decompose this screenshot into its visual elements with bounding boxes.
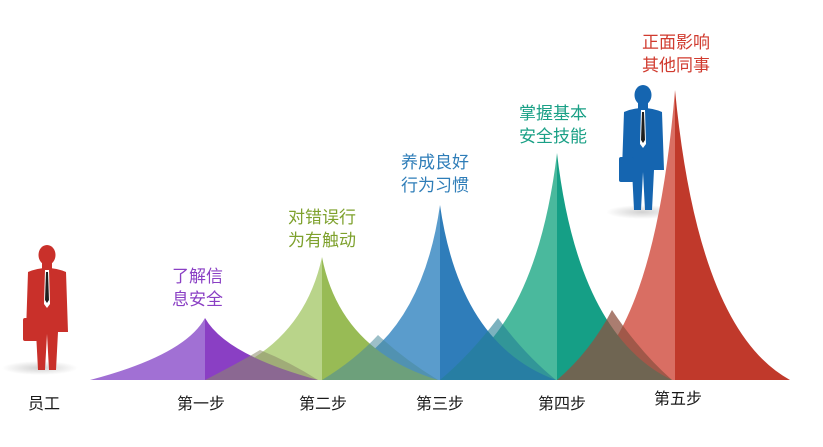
caption-step-5-line-2: 其他同事	[642, 56, 710, 76]
overlap-2-3	[322, 335, 438, 380]
step-label-4: 第四步	[537, 394, 587, 413]
caption-step-4-line-2: 安全技能	[519, 127, 587, 147]
caption-step-2: 对错误行 为有触动	[288, 207, 356, 253]
caption-step-1-line-1: 了解信	[172, 267, 223, 287]
peak-step-5	[578, 90, 790, 380]
peak-step-2	[205, 257, 438, 380]
caption-step-4-line-1: 掌握基本	[519, 104, 587, 124]
peak-5-left	[578, 90, 675, 380]
caption-step-3-line-2: 行为习惯	[401, 176, 469, 196]
caption-step-1: 了解信 息安全	[172, 266, 223, 312]
peak-3-right	[440, 205, 556, 380]
peak-4-left	[440, 153, 557, 380]
peak-step-1	[90, 318, 318, 380]
overlap-4-5	[557, 310, 672, 380]
overlap-1-2	[205, 350, 318, 380]
caption-step-4: 掌握基本 安全技能	[519, 103, 587, 149]
caption-step-5: 正面影响 其他同事	[642, 32, 710, 78]
step-label-2: 第二步	[298, 394, 348, 413]
caption-step-2-line-1: 对错误行	[288, 208, 356, 228]
peak-step-4	[440, 153, 672, 380]
overlap-3-4	[440, 318, 556, 380]
blue-businessman-figure	[619, 85, 664, 210]
caption-step-1-line-2: 息安全	[172, 290, 223, 310]
caption-step-2-line-2: 为有触动	[288, 231, 356, 251]
step-label-5: 第五步	[653, 389, 703, 408]
step-label-3: 第三步	[415, 394, 465, 413]
peak-2-left	[205, 257, 322, 380]
peak-4-right	[557, 153, 672, 380]
peak-1-right	[205, 318, 318, 380]
step-label-1: 第一步	[176, 394, 226, 413]
caption-step-3: 养成良好 行为习惯	[401, 152, 469, 198]
peak-2-right	[322, 257, 438, 380]
red-businessman-figure	[23, 245, 68, 370]
peak-step-3	[322, 205, 556, 380]
caption-step-3-line-1: 养成良好	[401, 153, 469, 173]
peak-1-left	[90, 318, 205, 380]
start-label: 员工	[27, 394, 61, 413]
caption-step-5-line-1: 正面影响	[642, 33, 710, 53]
peak-5-right	[675, 90, 790, 380]
peak-3-left	[322, 205, 440, 380]
